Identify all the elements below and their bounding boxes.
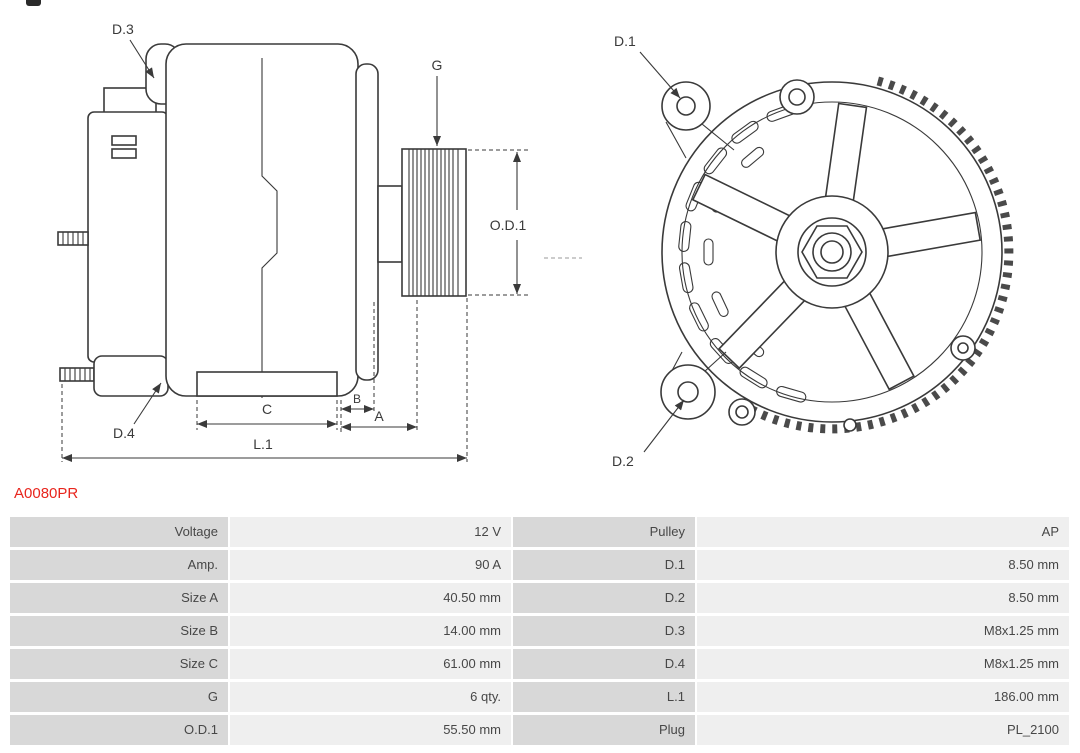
spec-label: D.4 (513, 649, 695, 679)
threaded-stud-bottom (59, 367, 95, 382)
part-number: A0080PR (14, 485, 79, 502)
spec-value: 40.50 mm (230, 583, 511, 613)
spec-label: D.2 (513, 583, 695, 613)
threaded-stud-mid (57, 231, 89, 246)
mounting-lug-bottom (660, 351, 727, 420)
label-d1: D.1 (614, 33, 636, 49)
spec-label: Size B (10, 616, 228, 646)
spec-value: 12 V (230, 517, 511, 547)
housing-teeth (741, 76, 1014, 434)
alternator-technical-drawing: D.3 D.4 G O.D.1 C B (57, 21, 1014, 469)
spec-value: 8.50 mm (697, 550, 1069, 580)
spec-value: M8x1.25 mm (697, 649, 1069, 679)
label-d2: D.2 (612, 453, 634, 469)
mounting-lug-top-mid (779, 79, 815, 115)
label-d3: D.3 (112, 21, 134, 37)
spec-label: D.1 (513, 550, 695, 580)
label-d4: D.4 (113, 425, 135, 441)
mounting-lug-bottom-mid (728, 398, 756, 426)
screen-artifact (26, 0, 41, 6)
spec-label: Plug (513, 715, 695, 745)
bottom-bracket (196, 371, 338, 397)
label-a: A (374, 408, 384, 424)
mounting-ear-right (843, 335, 976, 432)
label-l1: L.1 (253, 436, 273, 452)
spec-label: Voltage (10, 517, 228, 547)
spec-label: L.1 (513, 682, 695, 712)
label-od1: O.D.1 (490, 217, 527, 233)
spec-value: AP (697, 517, 1069, 547)
mounting-lug-top (661, 81, 735, 159)
spec-value: 6 qty. (230, 682, 511, 712)
side-view: D.3 D.4 G O.D.1 C B (57, 21, 582, 462)
spec-label: Amp. (10, 550, 228, 580)
spec-value: PL_2100 (697, 715, 1069, 745)
spec-label: D.3 (513, 616, 695, 646)
spec-value: 90 A (230, 550, 511, 580)
spec-value: 186.00 mm (697, 682, 1069, 712)
spec-value: M8x1.25 mm (697, 616, 1069, 646)
spec-value: 14.00 mm (230, 616, 511, 646)
spec-label: G (10, 682, 228, 712)
label-g: G (432, 57, 443, 73)
hub-nut (775, 195, 889, 309)
spec-label: Size A (10, 583, 228, 613)
spec-value: 55.50 mm (230, 715, 511, 745)
spec-label: Size C (10, 649, 228, 679)
spec-label: O.D.1 (10, 715, 228, 745)
spec-label: Pulley (513, 517, 695, 547)
spokes (691, 102, 982, 391)
pulley (401, 148, 467, 297)
rear-view: D.1 D.2 (612, 33, 1014, 469)
spec-table: Voltage 12 V Pulley AP Amp. 90 A D.1 8.5… (10, 517, 1069, 745)
spec-value: 61.00 mm (230, 649, 511, 679)
label-c: C (262, 401, 272, 417)
spec-value: 8.50 mm (697, 583, 1069, 613)
label-b: B (353, 392, 361, 406)
